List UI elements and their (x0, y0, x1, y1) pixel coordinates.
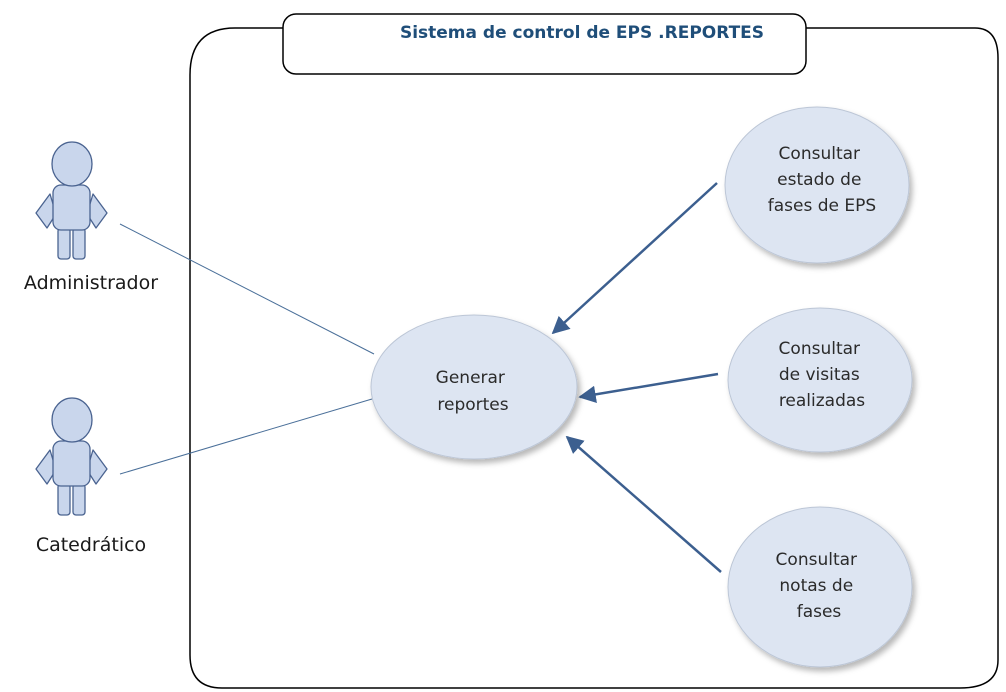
actor-label: Administrador (24, 272, 158, 294)
actor-label: Catedrático (36, 534, 146, 556)
system-title-box (282, 13, 807, 75)
use-case-label: Consultar de visitas realizadas (779, 339, 866, 411)
actor-catedratico: Catedrático (35, 397, 146, 556)
dependency-notas-generar (565, 435, 722, 573)
use-case-consultar-notas: Consultar notas de fases (727, 506, 913, 668)
system-title: Sistema de control de EPS .REPORTES (400, 23, 764, 43)
dependencies (551, 182, 722, 573)
dependency-estado-generar (551, 182, 718, 335)
system-boundary-frame (189, 27, 999, 689)
use-case-ellipse (370, 314, 578, 460)
dependency-visitas-generar (578, 372, 719, 404)
use-case-ellipse (724, 106, 910, 264)
system-boundary: Sistema de control de EPS .REPORTES (189, 13, 999, 689)
use-case-label: Generar reportes (436, 368, 511, 415)
association-catedratico-generar (119, 398, 373, 475)
use-case-ellipse (727, 307, 913, 453)
actor-person-icon (35, 397, 108, 516)
actor-person-icon (35, 141, 108, 260)
use-case-consultar-visitas: Consultar de visitas realizadas (727, 307, 913, 453)
use-case-ellipse (727, 506, 913, 668)
actor-administrador: Administrador (24, 141, 158, 294)
associations (119, 223, 375, 475)
use-case-label: Consultar estado de fases de EPS (768, 144, 876, 216)
use-case-label: Consultar notas de fases (776, 550, 863, 622)
use-case-generar-reportes: Generar reportes (370, 314, 578, 460)
association-admin-generar (119, 223, 375, 355)
use-case-consultar-estado: Consultar estado de fases de EPS (724, 106, 910, 264)
